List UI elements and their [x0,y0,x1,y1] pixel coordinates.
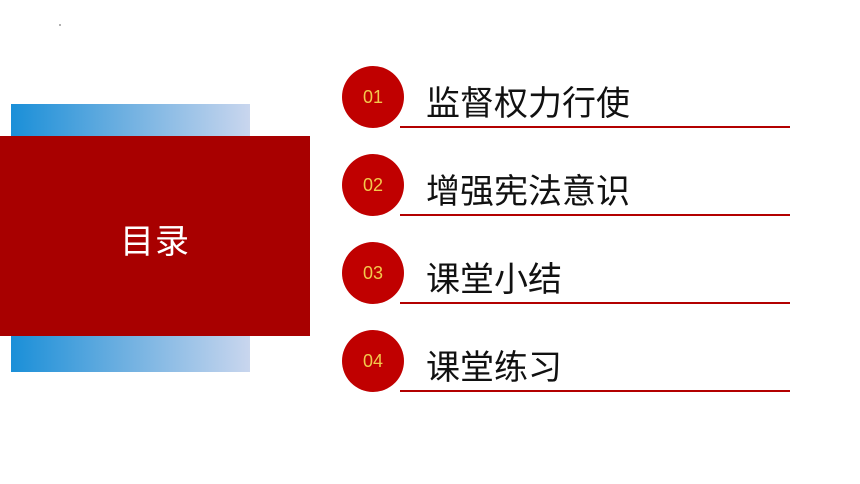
toc-item-label: 增强宪法意识 [426,172,630,212]
number-badge: 04 [342,330,404,392]
gradient-bar-top [11,104,250,136]
toc-item-label: 监督权力行使 [426,84,630,124]
underline-rule [400,214,790,216]
title-panel [0,136,310,336]
underline-rule [400,390,790,392]
toc-item-label: 课堂练习 [426,348,562,388]
underline-rule [400,126,790,128]
page-title: 目录 [120,222,190,262]
number-badge: 01 [342,66,404,128]
number-badge: 03 [342,242,404,304]
toc-item-3[interactable]: 03 课堂小结 [342,242,792,308]
toc-item-4[interactable]: 04 课堂练习 [342,330,792,396]
toc-item-1[interactable]: 01 监督权力行使 [342,66,792,132]
number-badge: 02 [342,154,404,216]
toc-item-2[interactable]: 02 增强宪法意识 [342,154,792,220]
underline-rule [400,302,790,304]
gradient-bar-bottom [11,336,250,372]
toc-item-label: 课堂小结 [426,260,562,300]
decorative-dot [59,24,61,26]
